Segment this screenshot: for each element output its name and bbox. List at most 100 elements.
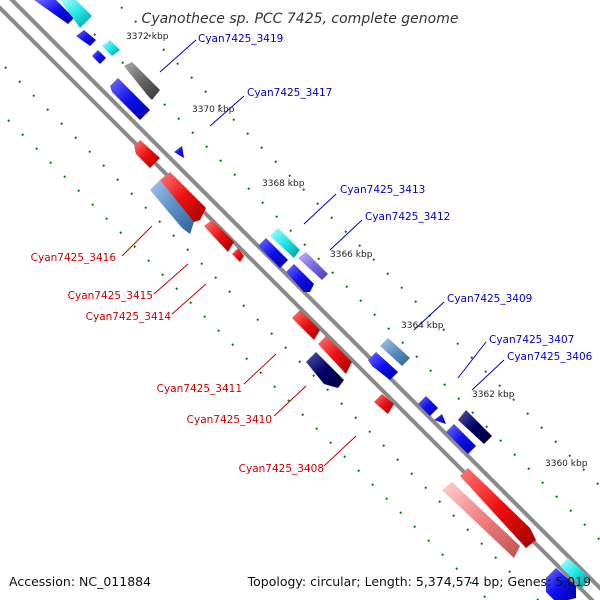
gene-feature[interactable] <box>34 0 74 24</box>
guide-dot <box>526 412 530 416</box>
guide-dot <box>288 174 292 178</box>
guide-dot <box>4 66 8 70</box>
gene-label[interactable]: Cyan7425_3417 <box>247 87 332 99</box>
guide-dot <box>597 537 600 541</box>
guide-dot <box>32 94 36 98</box>
gene-feature[interactable] <box>374 394 394 414</box>
gene-feature[interactable] <box>306 352 344 388</box>
guide-dot <box>144 206 148 210</box>
guide-dot <box>382 444 386 448</box>
gene-label[interactable]: Cyan7425_3412 <box>365 211 450 223</box>
guide-dot <box>494 556 498 560</box>
gene-label[interactable]: Cyan7425_3408 <box>239 463 324 475</box>
gene-feature[interactable] <box>76 30 96 46</box>
guide-dot <box>410 472 414 476</box>
guide-dot <box>133 245 137 249</box>
gene-feature[interactable] <box>160 172 206 222</box>
gene-feature[interactable] <box>298 252 328 280</box>
guide-dot <box>219 159 223 163</box>
tick-label: 3372 kbp <box>126 32 169 42</box>
guide-dot <box>191 131 195 135</box>
gene-feature[interactable] <box>102 40 120 56</box>
gene-feature[interactable] <box>258 238 288 268</box>
gene-feature[interactable] <box>560 558 590 588</box>
guide-dot <box>217 329 221 333</box>
gene-feature[interactable] <box>270 228 300 258</box>
forward-gene-labels: Cyan7425_3419 Cyan7425_3417 Cyan7425_341… <box>198 33 593 363</box>
gene-label[interactable]: Cyan7425_3414 <box>86 311 172 323</box>
guide-dot <box>441 553 445 557</box>
gene-feature[interactable] <box>546 568 576 600</box>
guide-dot <box>147 259 151 263</box>
guide-dot <box>354 416 358 420</box>
leader-lines <box>121 39 505 467</box>
guide-dot <box>7 119 11 123</box>
gene-feature[interactable] <box>368 352 398 380</box>
guide-dot <box>498 384 502 388</box>
gene-feature[interactable] <box>418 396 438 416</box>
guide-dot <box>329 441 333 445</box>
guide-dot <box>120 6 124 10</box>
gene-feature[interactable] <box>204 220 234 252</box>
gene-feature[interactable] <box>318 336 352 374</box>
gene-feature[interactable] <box>286 264 314 292</box>
gene-feature[interactable] <box>124 62 160 100</box>
tick-label: 3362 kbp <box>472 390 515 400</box>
guide-dot <box>105 217 109 221</box>
guide-dot <box>177 117 181 121</box>
gene-feature[interactable] <box>60 0 92 28</box>
accession-text: Accession: NC_011884 <box>9 574 151 589</box>
guide-dot <box>18 80 22 84</box>
gene-label[interactable]: Cyan7425_3413 <box>340 184 425 196</box>
guide-dot <box>172 234 176 238</box>
gene-feature[interactable] <box>442 482 520 558</box>
guide-dot <box>63 175 67 179</box>
gene-feature[interactable] <box>150 180 196 234</box>
guide-dot <box>317 257 321 261</box>
guide-dot <box>512 398 516 402</box>
guide-dot <box>246 132 250 136</box>
guide-dot <box>399 511 403 515</box>
guide-dot <box>158 220 162 224</box>
gene-label[interactable]: Cyan7425_3406 <box>507 351 593 363</box>
gene-label[interactable]: Cyan7425_3416 <box>31 252 117 264</box>
gene-label[interactable]: Cyan7425_3419 <box>198 33 283 45</box>
gene-feature[interactable] <box>110 78 150 120</box>
guide-dot <box>387 327 391 331</box>
guide-dot <box>357 469 361 473</box>
guide-dot <box>555 495 559 499</box>
gene-label[interactable]: Cyan7425_3407 <box>489 334 574 346</box>
guide-dot <box>455 567 459 571</box>
gene-label[interactable]: Cyan7425_3409 <box>447 293 532 305</box>
guide-dot <box>49 161 53 165</box>
guide-dot <box>330 216 334 220</box>
gene-feature[interactable] <box>460 468 536 548</box>
gene-feature[interactable] <box>446 424 476 454</box>
gene-feature[interactable] <box>458 410 492 444</box>
gene-feature[interactable] <box>232 248 244 262</box>
gene-feature[interactable] <box>380 338 410 366</box>
gene-label[interactable]: Cyan7425_3415 <box>68 290 153 302</box>
guide-dot <box>413 525 417 529</box>
guide-dot <box>527 467 531 471</box>
guide-dot <box>233 173 237 177</box>
gene-feature[interactable] <box>92 50 106 64</box>
guide-dot <box>88 150 92 154</box>
guide-dot <box>484 370 488 374</box>
guide-dot <box>231 343 235 347</box>
gene-feature[interactable] <box>292 310 320 340</box>
gene-label[interactable]: Cyan7425_3410 <box>187 414 272 426</box>
guide-dot <box>438 500 442 504</box>
guide-dot <box>343 455 347 459</box>
guide-dot <box>77 189 81 193</box>
guide-dot <box>359 299 363 303</box>
guide-dot <box>298 360 302 364</box>
gene-feature[interactable] <box>174 146 184 158</box>
topology-text: Topology: circular; Length: 5,374,574 bp… <box>247 574 591 589</box>
gene-label[interactable]: Cyan7425_3411 <box>157 383 242 395</box>
gene-feature[interactable] <box>134 140 160 168</box>
guide-dot <box>541 481 545 485</box>
gene-feature[interactable] <box>434 414 446 424</box>
guide-dot <box>91 203 95 207</box>
tick-label: 3370 kbp <box>192 105 235 115</box>
